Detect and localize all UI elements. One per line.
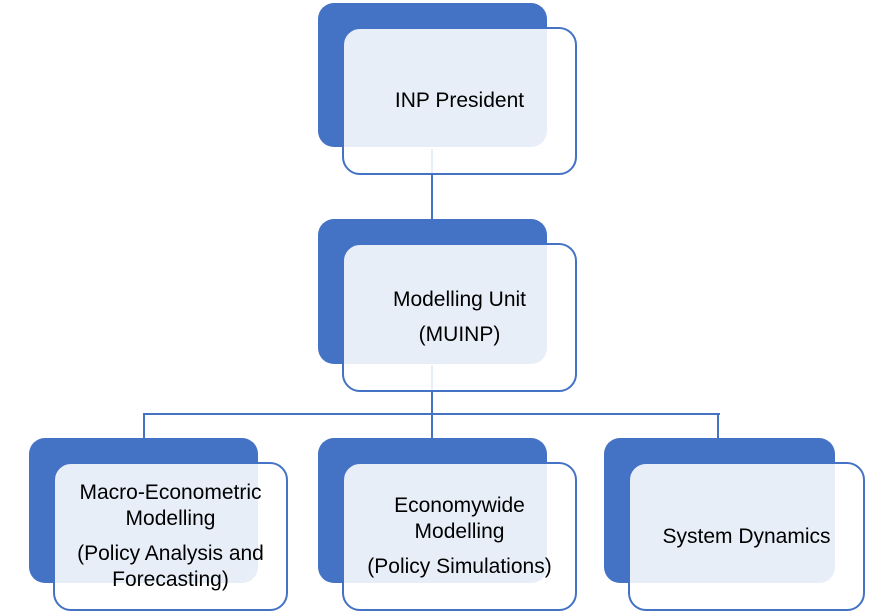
node-title: System Dynamics bbox=[662, 524, 831, 548]
node-box: System Dynamics bbox=[628, 462, 865, 611]
node-title: Economywide Modelling bbox=[394, 494, 525, 543]
node-box: Economywide Modelling (Policy Simulation… bbox=[342, 462, 577, 611]
connector-unit-to-branch bbox=[431, 365, 433, 438]
node-subtitle: (Policy Simulations) bbox=[367, 555, 552, 578]
org-node-modelling-unit: Modelling Unit (MUINP) bbox=[318, 219, 577, 392]
node-box: Macro-Econometric Modelling (Policy Anal… bbox=[53, 462, 288, 611]
node-subtitle: (MUINP) bbox=[418, 323, 501, 346]
connector-drop-macro bbox=[143, 414, 145, 438]
org-node-macro-econometric: Macro-Econometric Modelling (Policy Anal… bbox=[29, 438, 288, 611]
node-title: Macro-Econometric Modelling bbox=[79, 481, 262, 530]
node-title: INP President bbox=[394, 89, 525, 112]
node-subtitle: (Policy Analysis and Forecasting) bbox=[77, 542, 264, 591]
node-title: Modelling Unit bbox=[392, 288, 527, 311]
org-node-inp-president: INP President bbox=[318, 3, 577, 175]
node-box: Modelling Unit (MUINP) bbox=[342, 243, 577, 392]
connector-president-to-unit bbox=[431, 149, 433, 250]
org-node-economywide: Economywide Modelling (Policy Simulation… bbox=[318, 438, 577, 611]
node-box: INP President bbox=[342, 27, 577, 175]
org-node-system-dynamics: System Dynamics bbox=[604, 438, 865, 611]
connector-drop-system-dynamics bbox=[717, 414, 719, 438]
connector-branch-horizontal bbox=[143, 413, 720, 415]
